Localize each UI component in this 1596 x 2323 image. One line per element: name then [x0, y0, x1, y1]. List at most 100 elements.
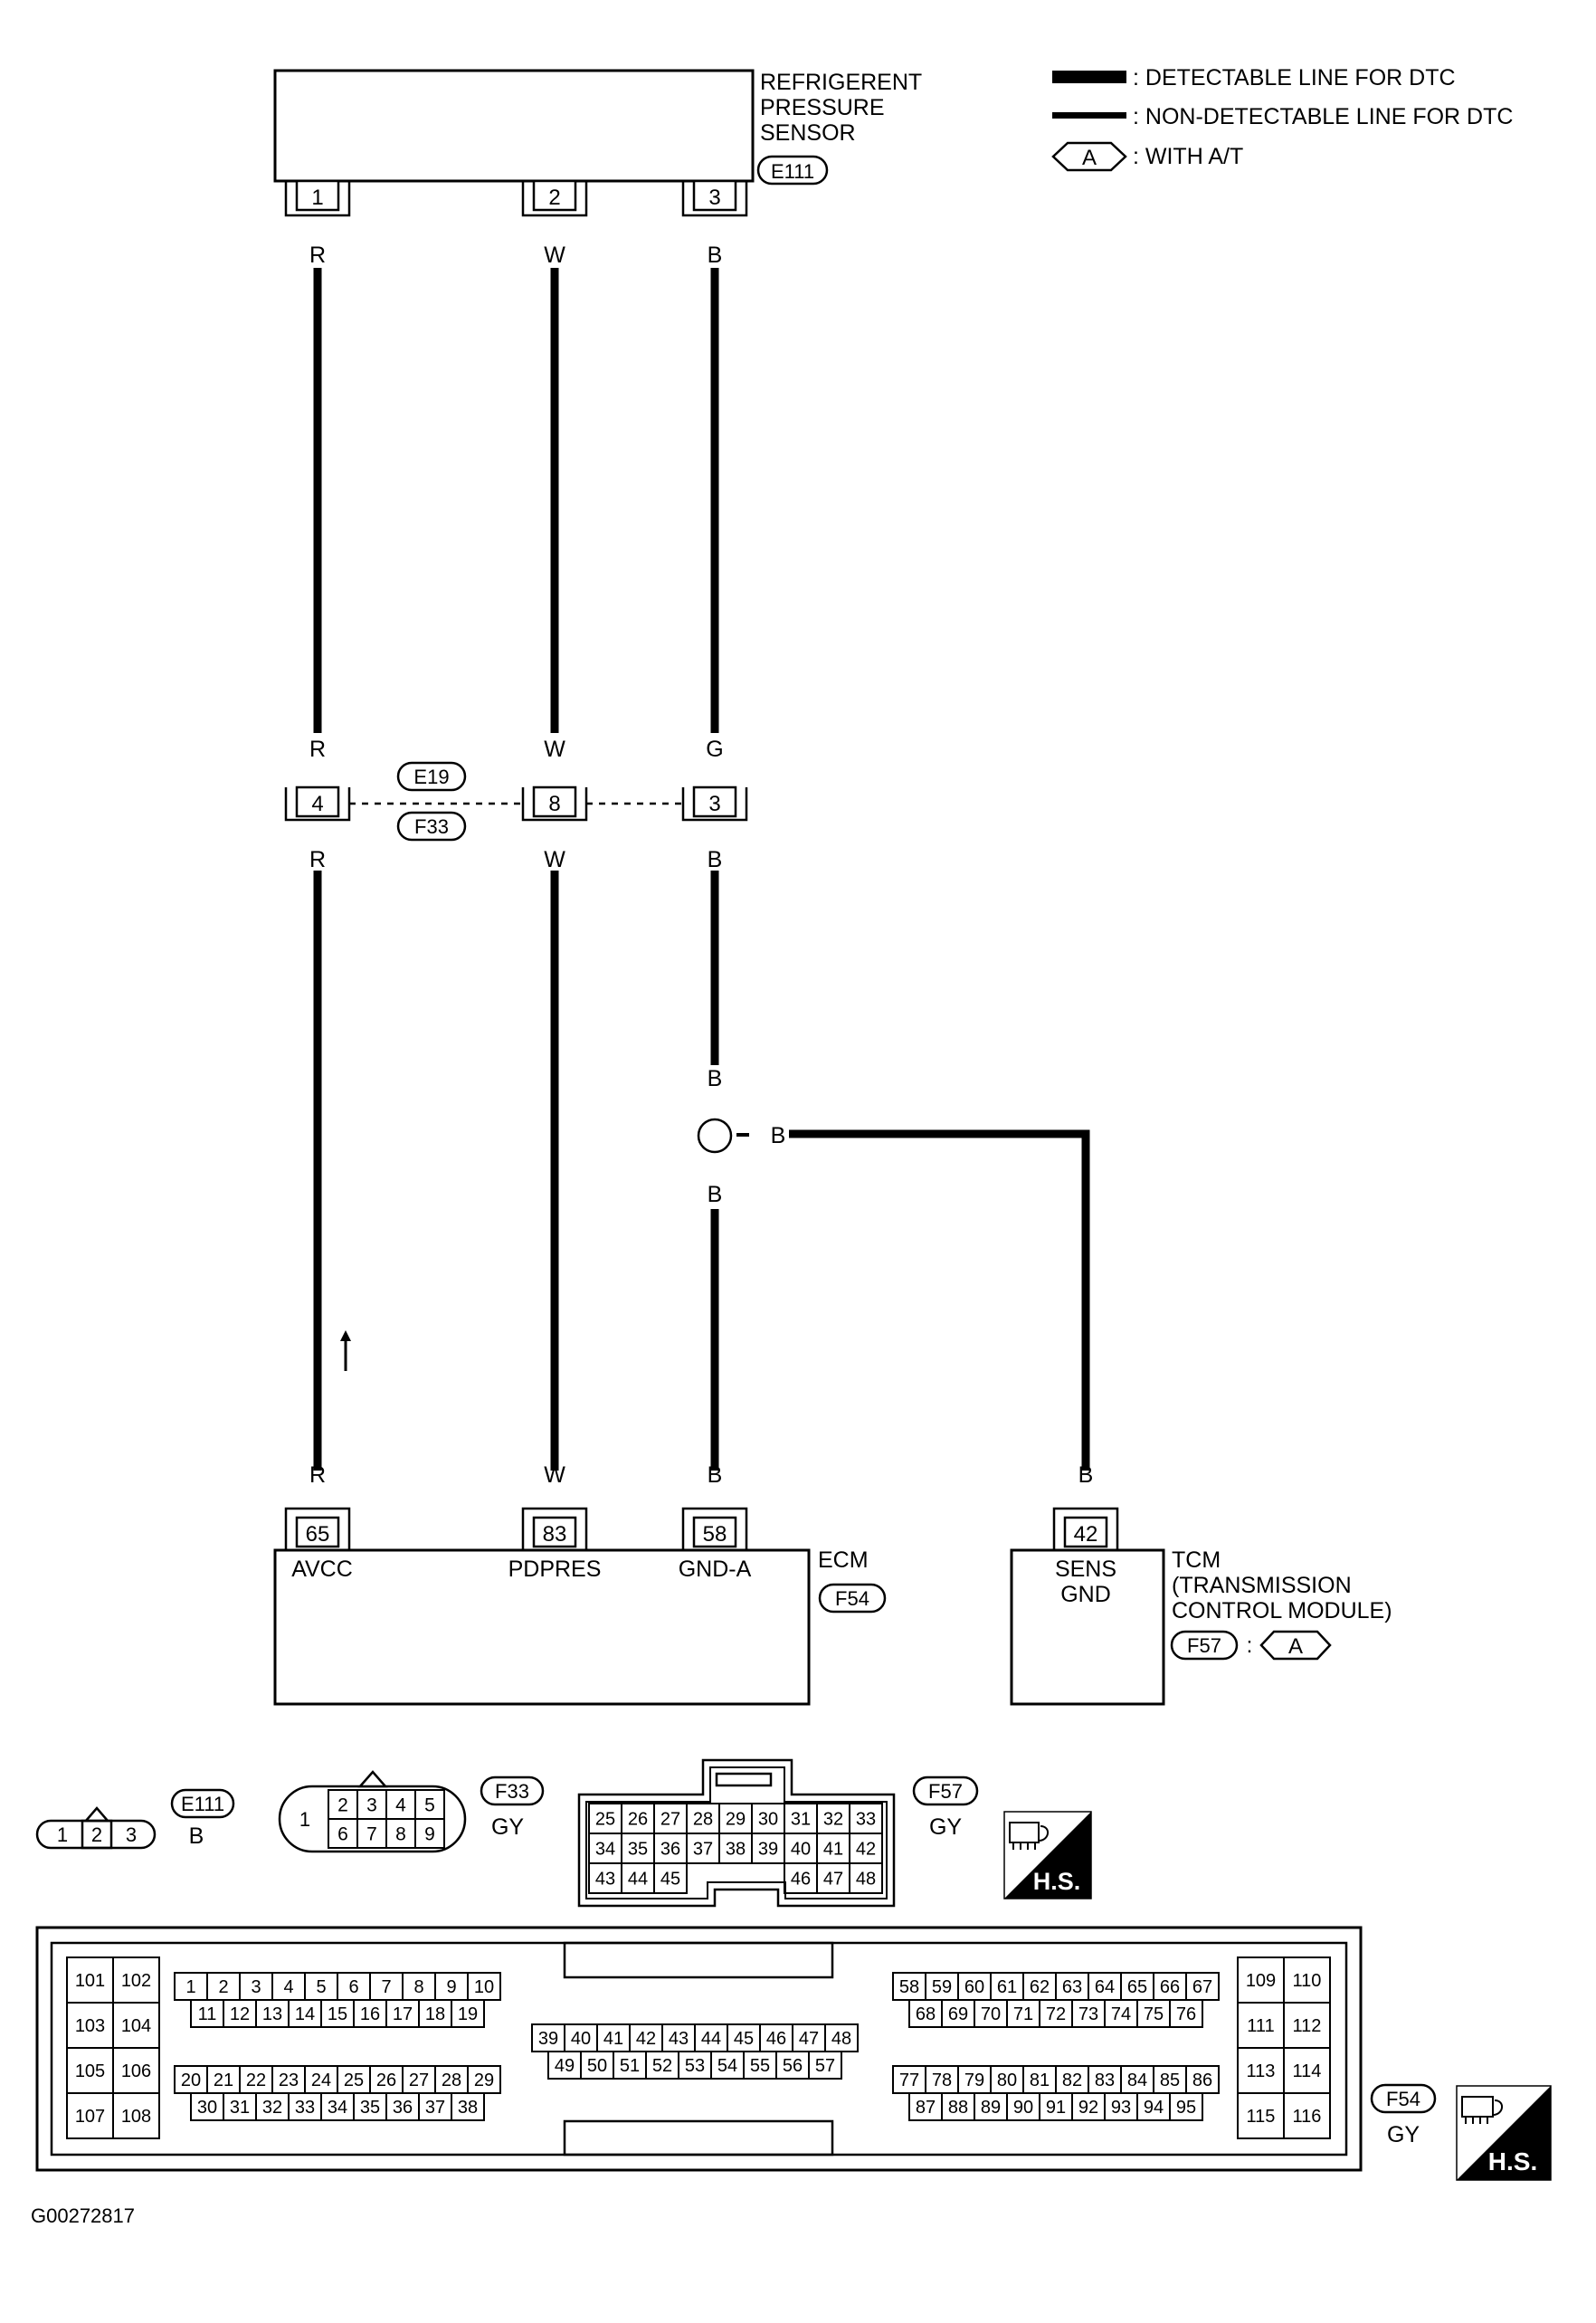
f54-pin-106: 106: [121, 2061, 151, 2081]
f33-pin-1: 1: [299, 1808, 310, 1831]
f54-pin-43: 43: [669, 2029, 689, 2049]
f54-pin-36: 36: [393, 2098, 413, 2118]
f54-pin-1: 1: [185, 1977, 195, 1997]
ecm-terminal-pdpres: PDPRES: [508, 1557, 602, 1582]
f54-pin-35: 35: [360, 2098, 380, 2118]
f57-pin-25: 25: [595, 1810, 615, 1830]
f54-pin-72: 72: [1046, 2004, 1066, 2024]
f57-latch: [715, 1772, 773, 1787]
wire-4-to-tcm: [789, 1129, 1090, 1471]
f54-pin-93: 93: [1111, 2098, 1131, 2118]
f54-pin-14: 14: [295, 2004, 315, 2024]
f54-pin-18: 18: [425, 2004, 445, 2024]
f54-pin-44: 44: [701, 2029, 721, 2049]
f54-pin-91: 91: [1046, 2098, 1066, 2118]
wire-1-color-top: R: [309, 243, 326, 268]
ecm-pin-83-box: [532, 1516, 577, 1548]
junction-pin-3-number: 3: [708, 792, 720, 816]
hs-f54-label: H.S.: [1488, 2147, 1537, 2175]
f57-cell-48: [849, 1862, 883, 1894]
junction-pin-3-bracket: [681, 787, 748, 822]
f57-pin-46: 46: [791, 1870, 811, 1890]
f54-top-key: [563, 1941, 834, 1979]
junction-pin-8-number: 8: [548, 792, 560, 816]
f33-pin-5: 5: [424, 1795, 435, 1816]
f54-pin-24: 24: [311, 2071, 331, 2090]
f54-pin-17: 17: [393, 2004, 413, 2024]
f57-pin-35: 35: [628, 1840, 648, 1860]
f54-pin-37: 37: [425, 2098, 445, 2118]
f54-pin-77: 77: [899, 2071, 919, 2090]
f54-pin-68: 68: [916, 2004, 936, 2024]
f54-pin-11: 11: [198, 2004, 217, 2024]
tcm-connector-id: F57: [1187, 1634, 1221, 1657]
f54-pin-67: 67: [1192, 1977, 1212, 1997]
f57-pin-34: 34: [595, 1840, 615, 1860]
harness-side-connector-icon: [1461, 2096, 1503, 2124]
f57-id-badge: [912, 1776, 979, 1806]
f54-pin-33: 33: [295, 2098, 315, 2118]
wire-2-color-top: W: [544, 243, 565, 268]
f54-id-badge: [1370, 2083, 1437, 2114]
f54-pin-61: 61: [997, 1977, 1017, 1997]
f54-pin-113: 113: [1247, 2061, 1276, 2081]
wire-3-color-splice-top: B: [708, 1066, 723, 1091]
f57-id: F57: [928, 1780, 963, 1803]
f57-pin-28: 28: [693, 1810, 713, 1830]
f54-pin-107: 107: [75, 2107, 105, 2127]
sensor-body: [273, 69, 755, 183]
f54-cell-19: [451, 1999, 485, 2028]
f54-pin-102: 102: [121, 1971, 151, 1991]
f54-pin-89: 89: [981, 2098, 1001, 2118]
f54-pin-34: 34: [328, 2098, 347, 2118]
f33-key-tab: [357, 1770, 388, 1788]
refrigerant-pressure-sensor: REFRIGERENT PRESSURE SENSOR E111: [273, 69, 922, 186]
f54-pin-4: 4: [283, 1977, 293, 1997]
f57-pin-38: 38: [726, 1840, 746, 1860]
f33-pin-7: 7: [366, 1824, 377, 1845]
wire-1-color-mid-top: R: [309, 737, 326, 762]
hs-icon-f57: H.S.: [1003, 1811, 1092, 1899]
splice-circle: [697, 1118, 733, 1154]
tcm-body: [1010, 1548, 1165, 1706]
ecm-pin-65-box: [295, 1516, 340, 1548]
f33-pin-2: 2: [337, 1795, 348, 1816]
f54-pin-22: 22: [246, 2071, 266, 2090]
f54-pin-28: 28: [442, 2071, 461, 2090]
f54-pin-42: 42: [636, 2029, 656, 2049]
f54-pin-115: 115: [1247, 2107, 1276, 2127]
f54-pin-5: 5: [316, 1977, 326, 1997]
f54-pin-47: 47: [799, 2029, 819, 2049]
legend-with-at-symbol-letter: A: [1082, 146, 1097, 170]
f54-pin-105: 105: [75, 2061, 105, 2081]
f54-pin-32: 32: [262, 2098, 282, 2118]
wire-3-color-bottom: B: [708, 1462, 723, 1488]
f54-cell-116: [1283, 2092, 1331, 2139]
f54-pin-108: 108: [121, 2107, 151, 2127]
ecm-module: ECM F54 65 83 58 AVCC PDPRES GND-A: [273, 1507, 887, 1706]
f33-id: F33: [495, 1780, 529, 1803]
f54-pin-30: 30: [197, 2098, 217, 2118]
splice-point: [697, 1118, 749, 1154]
legend: : DETECTABLE LINE FOR DTC : NON-DETECTAB…: [1051, 65, 1513, 172]
f57-pin-42: 42: [856, 1840, 876, 1860]
f54-pin-75: 75: [1144, 2004, 1164, 2024]
f54-pin-92: 92: [1078, 2098, 1098, 2118]
ecm-connector-badge: [818, 1583, 887, 1614]
sensor-connector-id-badge: [756, 155, 829, 186]
sensor-name-line3: SENSOR: [760, 120, 856, 146]
f54-pin-82: 82: [1062, 2071, 1082, 2090]
f54-pin-16: 16: [360, 2004, 380, 2024]
junction-connector-bottom-id: F33: [414, 815, 449, 838]
e111-pin-2: 2: [91, 1823, 102, 1846]
f57-pin-47: 47: [823, 1870, 843, 1890]
f54-pin-45: 45: [734, 2029, 754, 2049]
junction-pin-3-box: [692, 785, 737, 818]
f54-pin-10: 10: [474, 1977, 494, 1997]
f54-pin-20: 20: [181, 2071, 201, 2090]
tcm-label-line3: CONTROL MODULE): [1172, 1598, 1392, 1623]
tcm-connector-colon: :: [1247, 1633, 1253, 1658]
junction-connector-bottom-badge: [396, 811, 467, 842]
sensor-pin-2: 2: [521, 179, 588, 217]
